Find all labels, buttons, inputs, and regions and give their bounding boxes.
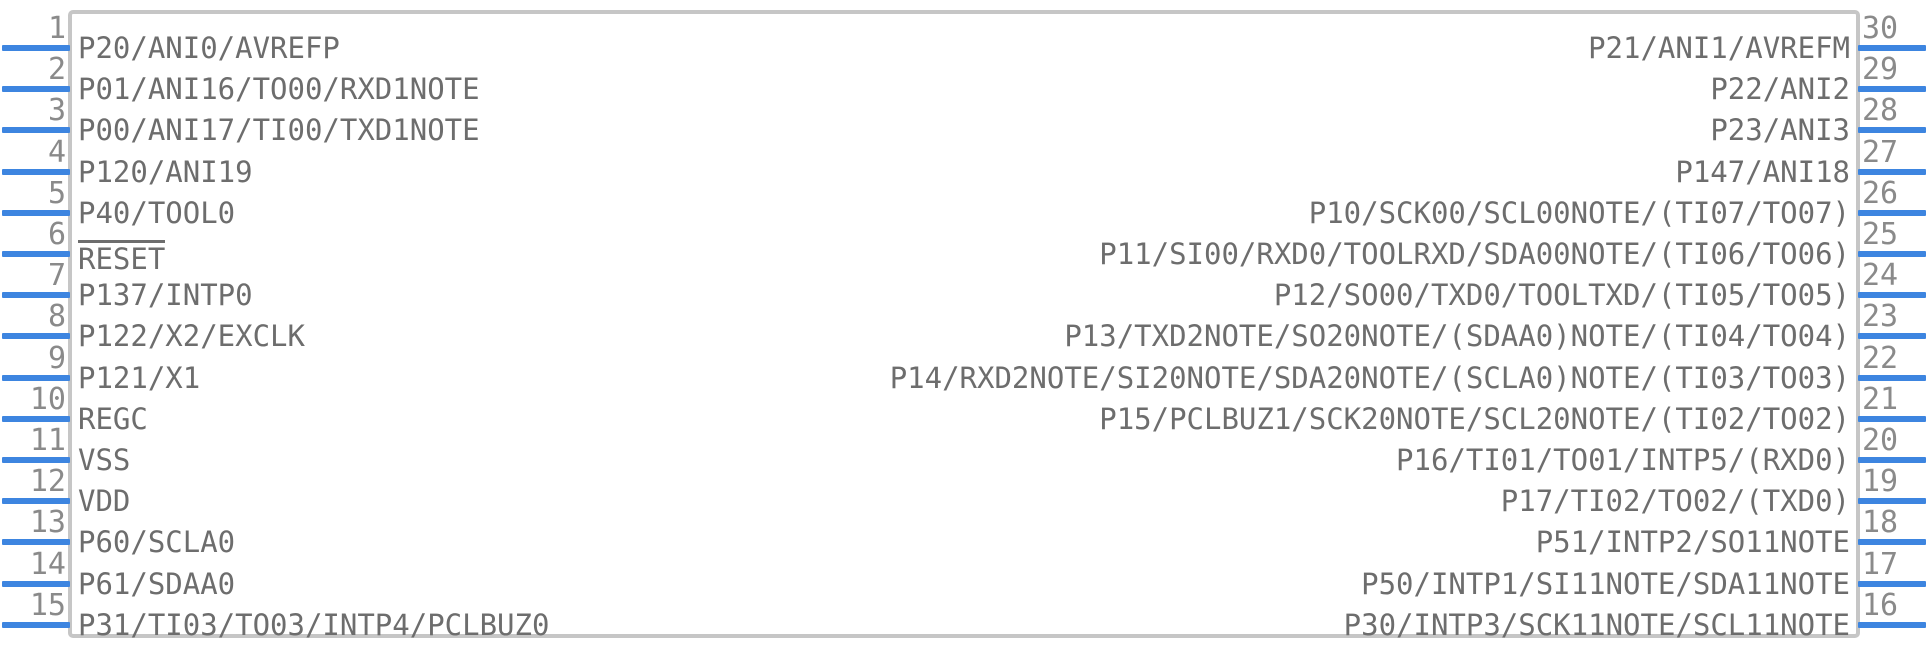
active-low-overline: RESET — [78, 240, 166, 276]
pin-number-4: 4 — [47, 134, 66, 170]
pin-number-13: 13 — [29, 505, 66, 541]
pin-number-3: 3 — [47, 93, 66, 129]
pin-lead-13[interactable] — [2, 539, 70, 546]
pin-number-14: 14 — [29, 546, 66, 582]
pin-label-28: P23/ANI3 — [1710, 113, 1850, 148]
pin-lead-7[interactable] — [2, 292, 70, 299]
pin-number-10: 10 — [29, 381, 66, 417]
pin-label-21: P15/PCLBUZ1/SCK20NOTE/SCL20NOTE/(TI02/TO… — [1099, 401, 1850, 436]
pin-lead-11[interactable] — [2, 457, 70, 463]
pin-label-3: P00/ANI17/TI00/TXD1NOTE — [78, 113, 480, 148]
pin-label-6: RESET — [78, 240, 166, 276]
pin-label-22: P14/RXD2NOTE/SI20NOTE/SDA20NOTE/(SCLA0)N… — [889, 360, 1850, 395]
pin-label-25: P11/SI00/RXD0/TOOLRXD/SDA00NOTE/(TI06/TO… — [1099, 237, 1850, 271]
pin-number-21: 21 — [1862, 381, 1899, 417]
pin-label-4: P120/ANI19 — [78, 154, 253, 189]
pin-number-12: 12 — [29, 464, 66, 500]
pin-lead-16[interactable] — [1858, 621, 1926, 628]
pin-label-12: VDD — [78, 484, 131, 519]
pin-label-17: P50/INTP1/SI11NOTE/SDA11NOTE — [1361, 566, 1850, 601]
pin-label-5: P40/TOOL0 — [78, 195, 236, 230]
pin-lead-1[interactable] — [2, 45, 70, 51]
pin-label-26: P10/SCK00/SCL00NOTE/(TI07/TO07) — [1308, 195, 1850, 230]
pin-number-19: 19 — [1862, 464, 1899, 500]
pin-number-24: 24 — [1862, 258, 1899, 294]
pin-label-20: P16/TI01/TO01/INTP5/(RXD0) — [1396, 443, 1850, 477]
pin-lead-22[interactable] — [1858, 374, 1926, 381]
pin-number-28: 28 — [1862, 93, 1899, 129]
pin-lead-6[interactable] — [2, 251, 70, 257]
pin-lead-15[interactable] — [2, 621, 70, 628]
pin-label-9: P121/X1 — [78, 360, 201, 395]
pin-lead-19[interactable] — [1858, 498, 1926, 505]
pin-number-2: 2 — [47, 52, 66, 88]
pin-lead-24[interactable] — [1858, 292, 1926, 299]
pin-label-14: P61/SDAA0 — [78, 566, 236, 601]
pin-number-9: 9 — [47, 340, 66, 376]
ic-body-outline — [68, 10, 1860, 638]
pin-lead-21[interactable] — [1858, 415, 1926, 422]
pin-label-2: P01/ANI16/TO00/RXD1NOTE — [78, 72, 480, 107]
pin-label-29: P22/ANI2 — [1710, 72, 1850, 107]
pin-label-18: P51/INTP2/SO11NOTE — [1535, 525, 1850, 560]
pin-number-27: 27 — [1862, 134, 1899, 170]
pin-lead-8[interactable] — [2, 333, 70, 340]
pin-lead-26[interactable] — [1858, 209, 1926, 216]
pin-lead-25[interactable] — [1858, 251, 1926, 257]
pin-number-15: 15 — [29, 587, 66, 623]
pin-lead-3[interactable] — [2, 127, 70, 134]
pin-number-22: 22 — [1862, 340, 1899, 376]
pin-number-1: 1 — [47, 11, 66, 46]
pin-label-15: P31/TI03/TO03/INTP4/PCLBUZ0 — [78, 607, 550, 642]
pin-number-25: 25 — [1862, 217, 1899, 252]
pin-label-1: P20/ANI0/AVREFP — [78, 31, 340, 65]
pin-lead-29[interactable] — [1858, 86, 1926, 93]
pin-label-30: P21/ANI1/AVREFM — [1588, 31, 1850, 65]
pin-label-7: P137/INTP0 — [78, 278, 253, 313]
pin-label-23: P13/TXD2NOTE/SO20NOTE/(SDAA0)NOTE/(TI04/… — [1064, 319, 1850, 354]
pin-label-11: VSS — [78, 443, 131, 477]
pin-label-13: P60/SCLA0 — [78, 525, 236, 560]
pin-lead-30[interactable] — [1858, 45, 1926, 51]
pin-number-26: 26 — [1862, 175, 1899, 211]
pin-lead-23[interactable] — [1858, 333, 1926, 340]
pin-label-8: P122/X2/EXCLK — [78, 319, 305, 354]
pin-lead-28[interactable] — [1858, 127, 1926, 134]
pin-number-7: 7 — [47, 258, 66, 294]
pin-label-24: P12/SO00/TXD0/TOOLTXD/(TI05/TO05) — [1273, 278, 1850, 313]
pin-number-8: 8 — [47, 299, 66, 335]
pin-number-16: 16 — [1862, 587, 1899, 623]
pin-label-19: P17/TI02/TO02/(TXD0) — [1500, 484, 1850, 519]
pin-number-11: 11 — [29, 423, 66, 458]
pin-lead-20[interactable] — [1858, 457, 1926, 463]
pin-lead-4[interactable] — [2, 168, 70, 175]
pin-label-27: P147/ANI18 — [1675, 154, 1850, 189]
pin-lead-18[interactable] — [1858, 539, 1926, 546]
pin-lead-14[interactable] — [2, 580, 70, 587]
pin-number-5: 5 — [47, 175, 66, 211]
pin-number-20: 20 — [1862, 423, 1899, 458]
pin-lead-17[interactable] — [1858, 580, 1926, 587]
pin-lead-9[interactable] — [2, 374, 70, 381]
pin-number-30: 30 — [1862, 11, 1899, 46]
pin-number-17: 17 — [1862, 546, 1899, 582]
pin-lead-12[interactable] — [2, 498, 70, 505]
pin-number-6: 6 — [47, 217, 66, 252]
pin-lead-2[interactable] — [2, 86, 70, 93]
pin-number-18: 18 — [1862, 505, 1899, 541]
pin-label-16: P30/INTP3/SCK11NOTE/SCL11NOTE — [1343, 607, 1850, 642]
pin-lead-27[interactable] — [1858, 168, 1926, 175]
pin-lead-5[interactable] — [2, 209, 70, 216]
pin-label-10: REGC — [78, 401, 148, 436]
pin-number-29: 29 — [1862, 52, 1899, 88]
pin-lead-10[interactable] — [2, 415, 70, 422]
pin-number-23: 23 — [1862, 299, 1899, 335]
